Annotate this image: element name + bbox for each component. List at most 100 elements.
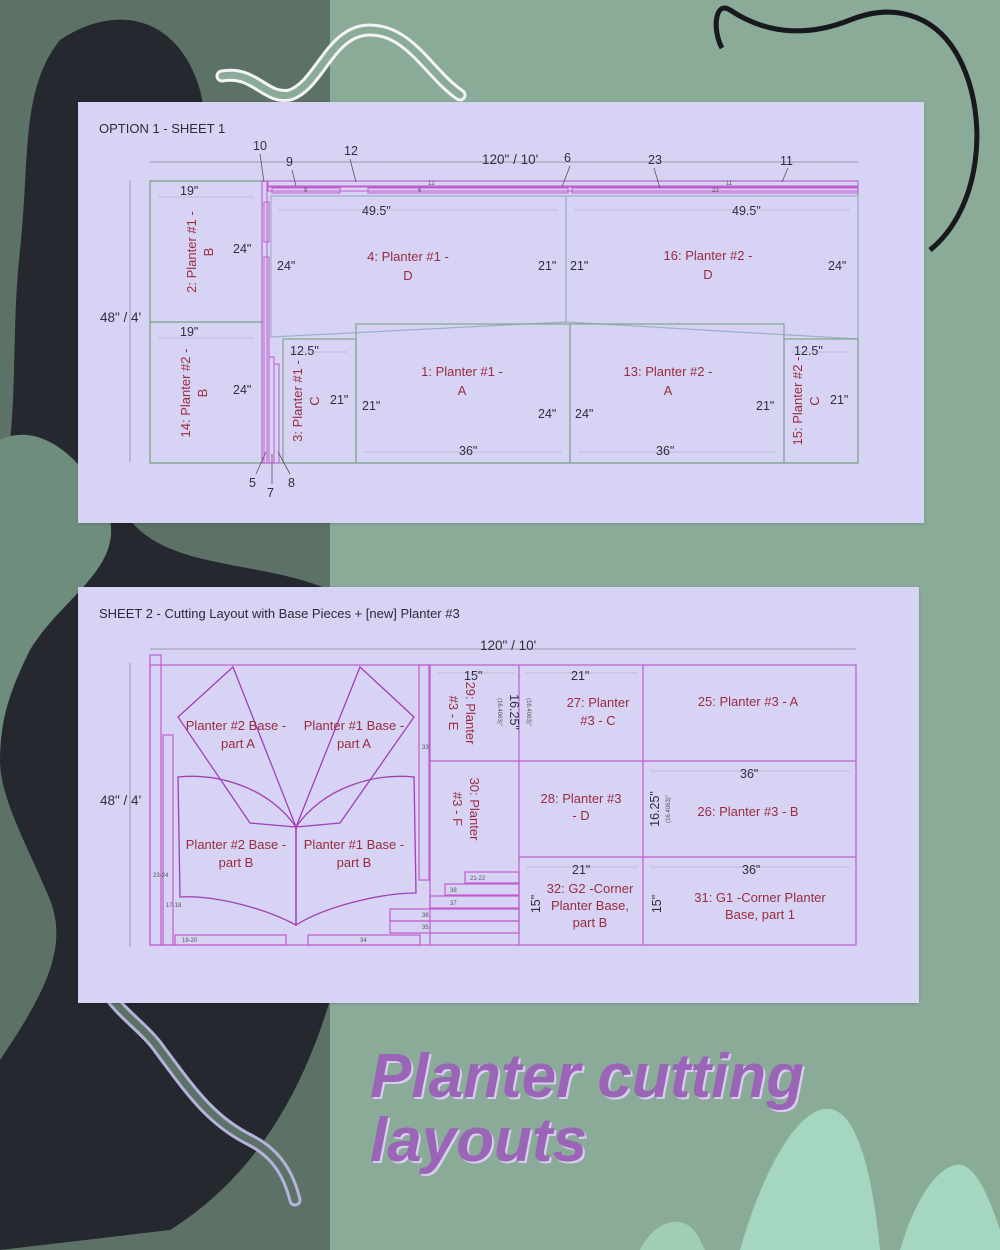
base-1a-shape bbox=[295, 665, 415, 828]
dim-12-5: 12.5" bbox=[794, 344, 823, 358]
dim-16-25-sub: (16.4063)" bbox=[525, 698, 531, 726]
piece-30-label-sub: #3 - F bbox=[450, 792, 465, 826]
strip-36 bbox=[389, 908, 520, 922]
piece-26-label: 26: Planter #3 - B bbox=[697, 804, 798, 819]
width-dim: 120" / 10' bbox=[480, 638, 536, 653]
dim-36: 36" bbox=[740, 767, 758, 781]
strip-12 bbox=[267, 180, 859, 187]
strip-19-20 bbox=[174, 934, 287, 946]
strip-label: 12 bbox=[428, 181, 435, 187]
strip-23-24 bbox=[149, 654, 162, 946]
mint-shape-3 bbox=[640, 1221, 705, 1250]
dim-15: 15" bbox=[464, 669, 482, 683]
mint-shape-2 bbox=[900, 1164, 1000, 1250]
strip-label: 38 bbox=[450, 888, 457, 894]
piece-30-label: 30: Planter bbox=[467, 778, 482, 842]
base-1a-label: Planter #1 Base - bbox=[304, 718, 404, 733]
dim-21: 21" bbox=[756, 399, 774, 413]
worm-top-inner bbox=[218, 26, 464, 100]
strip-7 bbox=[268, 356, 275, 464]
dim-36: 36" bbox=[742, 863, 760, 877]
piece-14-label-sub: B bbox=[195, 389, 210, 398]
dim-15: 15" bbox=[650, 895, 664, 913]
dim-19: 19" bbox=[180, 184, 198, 198]
piece-32-label: 32: G2 -Corner bbox=[547, 881, 634, 896]
strip-label: 19-20 bbox=[182, 938, 198, 944]
dim-24: 24" bbox=[575, 407, 593, 421]
dim-24: 24" bbox=[277, 259, 295, 273]
dim-49-5: 49.5" bbox=[362, 204, 391, 218]
strip-label: 9 bbox=[304, 188, 308, 194]
strip-label: 23-24 bbox=[153, 873, 169, 879]
strip-label: 21-22 bbox=[470, 876, 486, 882]
callout: 9 bbox=[286, 155, 293, 169]
dim-12-5: 12.5" bbox=[290, 344, 319, 358]
strip-23 bbox=[571, 187, 859, 194]
callout: 8 bbox=[288, 476, 295, 490]
strip-17-18 bbox=[162, 734, 174, 946]
base-2b-label-sub: part B bbox=[219, 855, 254, 870]
dim-15: 15" bbox=[529, 895, 543, 913]
callout: 7 bbox=[267, 486, 274, 500]
piece-13-label: 13: Planter #2 - bbox=[624, 364, 713, 379]
piece-4-shape bbox=[270, 195, 567, 338]
piece-15-label: 15: Planter #2 - bbox=[790, 357, 805, 446]
callout: 10 bbox=[253, 139, 267, 153]
dim-24: 24" bbox=[828, 259, 846, 273]
strip-9 bbox=[271, 187, 341, 194]
dim-49-5: 49.5" bbox=[732, 204, 761, 218]
dim-24: 24" bbox=[233, 383, 251, 397]
dim-24: 24" bbox=[233, 242, 251, 256]
sheet-1-diagram: 9 6 12 23 11 10 9 12 6 23 11 5 7 8 120" … bbox=[100, 139, 859, 500]
strip-small bbox=[263, 201, 270, 243]
callout: 23 bbox=[648, 153, 662, 167]
dim-21: 21" bbox=[538, 259, 556, 273]
piece-1-label-sub: A bbox=[458, 383, 467, 398]
callout: 12 bbox=[344, 144, 358, 158]
callout: 6 bbox=[564, 151, 571, 165]
dim-21: 21" bbox=[362, 399, 380, 413]
strip-label: 23 bbox=[712, 188, 719, 194]
piece-13-rect bbox=[569, 323, 785, 464]
piece-16-label-sub: D bbox=[703, 267, 712, 282]
base-1b-label-sub: part B bbox=[337, 855, 372, 870]
base-2b-label: Planter #2 Base - bbox=[186, 837, 286, 852]
strip-37 bbox=[429, 895, 520, 909]
piece-15-label-sub: C bbox=[807, 396, 822, 405]
piece-3-label: 3: Planter #1 - bbox=[290, 360, 305, 442]
strip-35 bbox=[389, 920, 520, 934]
dim-21: 21" bbox=[570, 259, 588, 273]
mint-shape bbox=[740, 1108, 880, 1250]
piece-32-label-sub: Planter Base, bbox=[551, 898, 629, 913]
strip-label: 35 bbox=[422, 925, 429, 931]
strip-a bbox=[367, 187, 569, 194]
sheet-2-diagram: 120" / 10' 48" / 4' bbox=[100, 638, 857, 947]
strip-38 bbox=[444, 883, 520, 896]
dim-16-25: 16.25" bbox=[507, 694, 521, 730]
piece-3-label-sub: C bbox=[307, 396, 322, 405]
dim-16-25-sub: (16.4063)" bbox=[666, 795, 672, 823]
piece-31-label: 31: G1 -Corner Planter bbox=[694, 890, 826, 905]
strip-34 bbox=[307, 934, 421, 946]
piece-28-label: 28: Planter #3 bbox=[541, 791, 622, 806]
strip-label: 6 bbox=[418, 188, 422, 194]
dim-21: 21" bbox=[572, 863, 590, 877]
strip-label: 36 bbox=[422, 913, 429, 919]
piece-14-label: 14: Planter #2 - bbox=[178, 349, 193, 438]
strip-label: 11 bbox=[726, 181, 733, 187]
height-dim: 48" / 4' bbox=[100, 793, 141, 808]
callout: 11 bbox=[780, 154, 793, 168]
piece-31-label-sub: Base, part 1 bbox=[725, 907, 795, 922]
piece-32-label-sub2: part B bbox=[573, 915, 608, 930]
strip-33 bbox=[418, 664, 430, 881]
piece-27-label: 27: Planter bbox=[567, 695, 631, 710]
piece-15-rect bbox=[783, 338, 859, 464]
piece-2-label: 2: Planter #1 - bbox=[184, 211, 199, 293]
black-loop-line bbox=[713, 5, 980, 252]
piece-13-label-sub: A bbox=[664, 383, 673, 398]
piece-4-label: 4: Planter #1 - bbox=[367, 249, 449, 264]
callout: 5 bbox=[249, 476, 256, 490]
page-title: Planter cutting layouts bbox=[370, 1042, 805, 1175]
dim-16-25-sub: (16.4063)" bbox=[496, 698, 502, 726]
sheet-2: SHEET 2 - Cutting Layout with Base Piece… bbox=[78, 587, 919, 1003]
